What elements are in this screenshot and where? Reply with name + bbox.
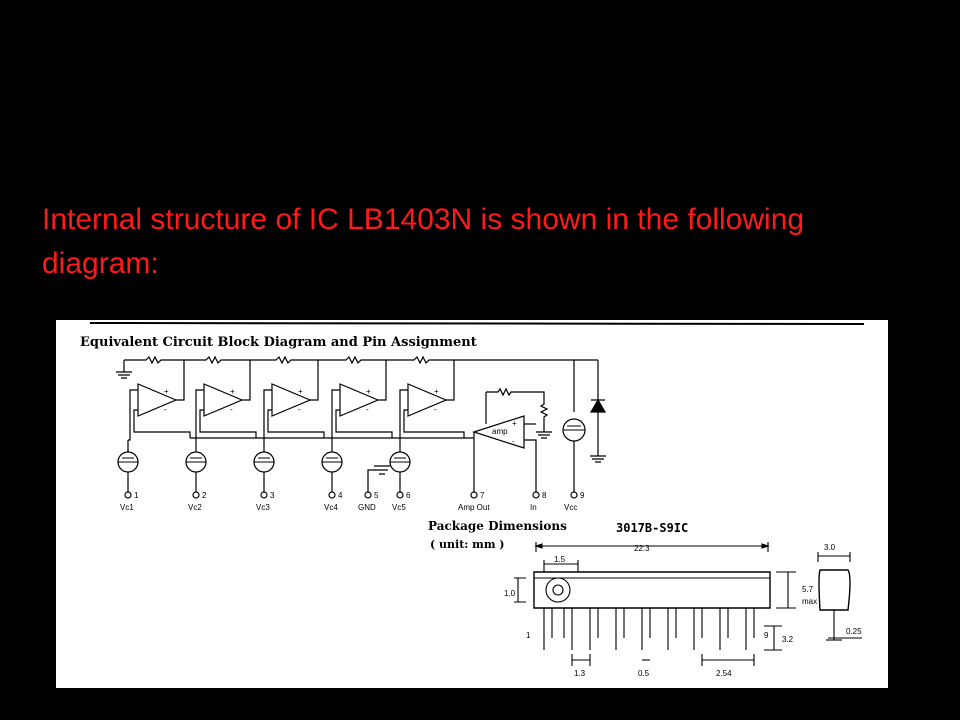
package-drawing: [514, 542, 862, 666]
svg-text:-: -: [434, 405, 437, 414]
dim-height: 5.7: [802, 585, 814, 594]
pin-8-name: In: [530, 503, 537, 512]
circuit-wiring: [116, 355, 607, 492]
pin-5-number: 5: [374, 491, 379, 500]
pin-2-number: 2: [202, 491, 207, 500]
pin-5-name: GND: [358, 503, 376, 512]
svg-text:-: -: [298, 405, 301, 414]
dim-pin-count: 9: [764, 631, 769, 640]
circuit-figure: Equivalent Circuit Block Diagram and Pin…: [56, 320, 888, 688]
package-code: 3017B-S9IC: [616, 521, 688, 535]
dim-first-pin: 1: [526, 631, 531, 640]
pin-3-name: Vc3: [256, 503, 270, 512]
pin-1-name: Vc1: [120, 503, 134, 512]
pin-6-name: Vc5: [392, 503, 406, 512]
svg-text:+: +: [366, 387, 371, 396]
svg-text:+: +: [298, 387, 303, 396]
opamp-signs: + - + - + - + - + - + -: [164, 387, 517, 446]
circuit-diagram: Equivalent Circuit Block Diagram and Pin…: [80, 322, 865, 678]
pin-7-number: 7: [480, 491, 485, 500]
slide-caption: Internal structure of IC LB1403N is show…: [42, 203, 805, 280]
pin-1-number: 1: [134, 491, 139, 500]
dim-height-note: max: [802, 597, 817, 606]
svg-text:-: -: [512, 437, 515, 446]
pin-circles: [124, 491, 578, 499]
svg-text:+: +: [164, 387, 169, 396]
svg-text:+: +: [512, 419, 517, 428]
pin-4-name: Vc4: [324, 503, 338, 512]
diagram-heading: Equivalent Circuit Block Diagram and Pin…: [80, 335, 477, 350]
dim-depth: 3.0: [824, 543, 836, 552]
current-source-marks: [118, 425, 585, 463]
dim-offset: 1.5: [554, 555, 566, 564]
pin-4-number: 4: [338, 491, 343, 500]
dim-lead-width: 0.5: [638, 669, 650, 678]
dim-hole: 1.0: [504, 589, 516, 598]
svg-text:-: -: [164, 405, 167, 414]
pin-9-number: 9: [580, 491, 585, 500]
dim-lead-length: 3.2: [782, 635, 794, 644]
svg-text:-: -: [366, 405, 369, 414]
pin-3-number: 3: [270, 491, 275, 500]
package-title: Package Dimensions: [428, 519, 567, 533]
dim-lead-pitch: 1.3: [574, 669, 586, 678]
dim-lead-thickness: 0.25: [846, 627, 862, 636]
pin-2-name: Vc2: [188, 503, 202, 512]
package-unit: ( unit: mm ): [430, 538, 505, 551]
pin-8-number: 8: [542, 491, 547, 500]
svg-text:+: +: [230, 387, 235, 396]
pin-9-name: Vcc: [564, 503, 577, 512]
dim-length: 22.3: [634, 544, 650, 553]
svg-text:+: +: [434, 387, 439, 396]
svg-text:-: -: [230, 405, 233, 414]
top-rule: [89, 322, 865, 325]
amp-label: amp: [492, 427, 508, 436]
dim-pin-spacing: 2.54: [716, 669, 732, 678]
pin-7-name: Amp Out: [458, 503, 490, 512]
pin-6-number: 6: [406, 491, 411, 500]
